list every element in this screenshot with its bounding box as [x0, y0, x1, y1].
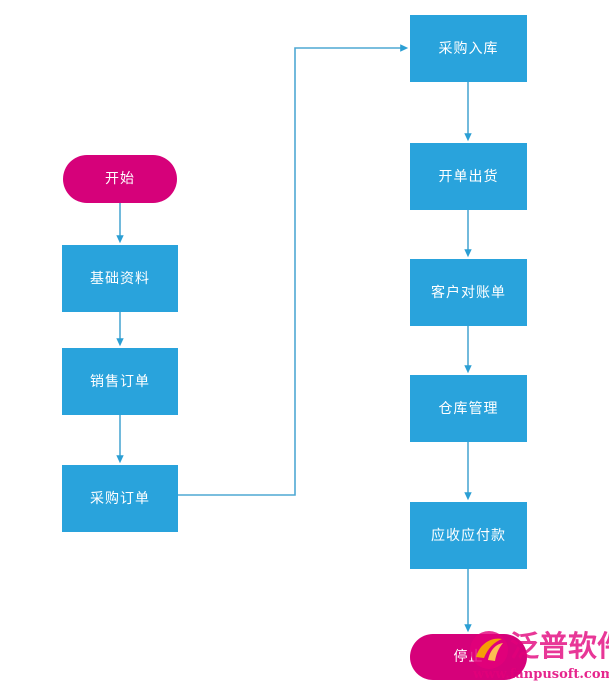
node-stop-label: 停止 — [453, 649, 484, 665]
node-purchase-in-label: 采购入库 — [438, 40, 499, 57]
node-billing-ship-label: 开单出货 — [438, 168, 499, 185]
node-billing-ship[interactable]: 开单出货 — [410, 143, 527, 210]
node-purchase-order-label: 采购订单 — [90, 490, 150, 507]
node-receivable-payable-label: 应收应付款 — [431, 527, 506, 544]
node-basic-data-label: 基础资料 — [90, 270, 150, 287]
node-warehouse-management[interactable]: 仓库管理 — [410, 375, 527, 442]
node-stop[interactable]: 停止 — [410, 634, 527, 680]
node-start[interactable]: 开始 — [63, 155, 177, 203]
node-start-label: 开始 — [105, 171, 135, 187]
node-purchase-order[interactable]: 采购订单 — [62, 465, 178, 532]
node-sales-order-label: 销售订单 — [90, 373, 150, 390]
node-customer-statement[interactable]: 客户对账单 — [410, 259, 527, 326]
node-purchase-in[interactable]: 采购入库 — [410, 15, 527, 82]
node-basic-data[interactable]: 基础资料 — [62, 245, 178, 312]
node-receivable-payable[interactable]: 应收应付款 — [410, 502, 527, 569]
edge-purchase-order-to-purchase-in — [178, 44, 409, 496]
node-sales-order[interactable]: 销售订单 — [62, 348, 178, 415]
node-warehouse-management-label: 仓库管理 — [438, 400, 499, 417]
node-customer-statement-label: 客户对账单 — [431, 284, 506, 301]
